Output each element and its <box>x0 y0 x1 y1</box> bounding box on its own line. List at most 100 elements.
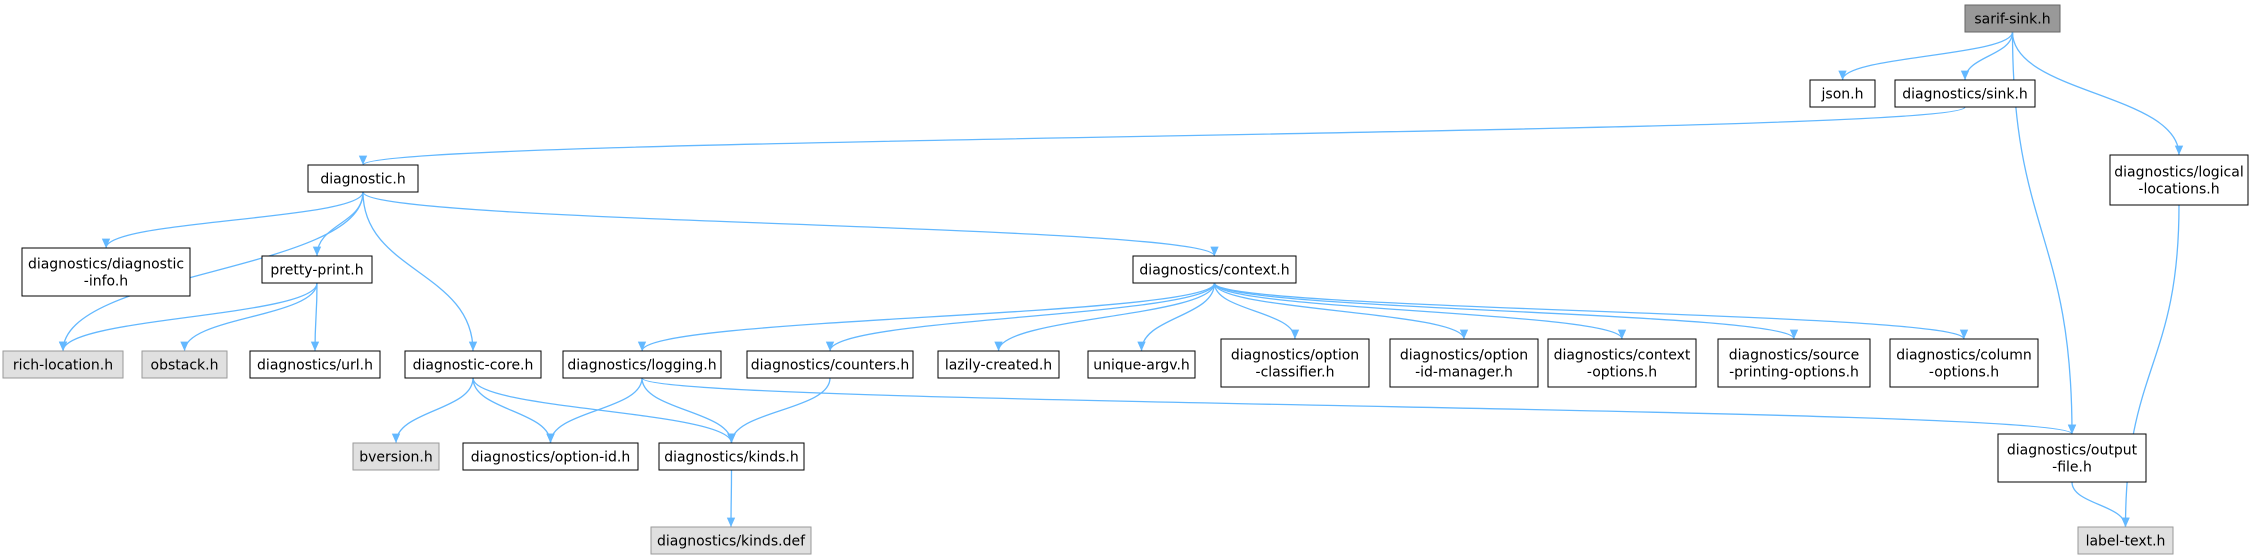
node-label: -info.h <box>84 274 128 290</box>
node-diagnostic[interactable]: diagnostic.h <box>307 164 419 193</box>
edge-context-to-unique_argv <box>1137 282 1216 352</box>
node-label: diagnostics/source <box>1729 348 1860 364</box>
node-source-printing[interactable]: diagnostics/source-printing-options.h <box>1717 338 1871 388</box>
node-output-file[interactable]: diagnostics/output-file.h <box>1997 433 2147 483</box>
node-box <box>2 350 124 379</box>
node-box <box>1889 338 2039 388</box>
node-label: json.h <box>1821 87 1864 103</box>
node-obstack[interactable]: obstack.h <box>141 350 228 379</box>
edge-logging-to-output_file <box>641 377 2076 435</box>
node-sarif-sink[interactable]: sarif-sink.h <box>1964 4 2061 33</box>
edge-context-to-column_options <box>1213 282 1968 340</box>
node-json[interactable]: json.h <box>1809 79 1876 108</box>
node-label: diagnostics/sink.h <box>1902 87 2028 103</box>
edge-context-to-lazily_created <box>994 282 1216 352</box>
node-label: bversion.h <box>359 450 433 466</box>
node-label: -options.h <box>1587 365 1657 381</box>
node-box <box>249 350 381 379</box>
node-label: lazily-created.h <box>945 358 1052 374</box>
node-diagnostic-info[interactable]: diagnostics/diagnostic-info.h <box>21 247 191 297</box>
node-label: diagnostics/kinds.def <box>657 534 806 550</box>
node-box <box>307 164 419 193</box>
node-diagnostic-core[interactable]: diagnostic-core.h <box>404 350 542 379</box>
node-box <box>1087 350 1196 379</box>
node-label: diagnostics/logging.h <box>567 358 716 374</box>
node-label: diagnostics/option <box>1231 348 1359 364</box>
node-box <box>1132 255 1297 284</box>
node-box <box>2077 526 2174 555</box>
edge-context-to-option_id_manager <box>1213 282 1469 340</box>
node-label: diagnostics/diagnostic <box>28 257 184 273</box>
edge-diagnostic-to-pretty_print <box>312 191 364 257</box>
node-logging[interactable]: diagnostics/logging.h <box>562 350 722 379</box>
node-diag-sink[interactable]: diagnostics/sink.h <box>1894 79 2036 108</box>
edge-pretty_print-to-rich_location <box>58 282 318 352</box>
edge-context-to-option_classifier <box>1213 282 1300 340</box>
edge-context-to-logging <box>637 282 1216 352</box>
node-label: diagnostic.h <box>320 172 405 188</box>
node-context-options[interactable]: diagnostics/context-options.h <box>1547 338 1697 388</box>
node-bversion[interactable]: bversion.h <box>352 442 440 471</box>
node-box <box>1717 338 1871 388</box>
node-box <box>746 350 914 379</box>
edge-kinds-to-kinds_def <box>726 469 736 528</box>
edge-counters-to-kinds <box>727 377 831 444</box>
node-label: pretty-print.h <box>270 263 363 279</box>
node-label: diagnostics/column <box>1896 348 2032 364</box>
edge-diagnostic_core-to-bversion <box>391 377 474 444</box>
node-rich-location[interactable]: rich-location.h <box>2 350 124 379</box>
node-pretty-print[interactable]: pretty-print.h <box>261 255 373 284</box>
node-label: unique-argv.h <box>1093 358 1190 374</box>
node-label: label-text.h <box>2086 534 2166 550</box>
node-box <box>352 442 440 471</box>
node-kinds[interactable]: diagnostics/kinds.h <box>658 442 805 471</box>
node-kinds-def[interactable]: diagnostics/kinds.def <box>650 526 812 555</box>
node-label: diagnostics/context.h <box>1139 263 1289 279</box>
node-context[interactable]: diagnostics/context.h <box>1132 255 1297 284</box>
node-box <box>1809 79 1876 108</box>
node-box <box>562 350 722 379</box>
node-box <box>1964 4 2061 33</box>
node-label: -classifier.h <box>1256 365 1335 381</box>
edge-pretty_print-to-url <box>310 282 320 352</box>
node-unique-argv[interactable]: unique-argv.h <box>1087 350 1196 379</box>
node-box <box>141 350 228 379</box>
node-box <box>1220 338 1370 388</box>
node-label-text[interactable]: label-text.h <box>2077 526 2174 555</box>
node-counters[interactable]: diagnostics/counters.h <box>746 350 914 379</box>
edge-diagnostic_core-to-option_id <box>472 377 555 444</box>
edge-sarif_sink-to-diag_sink <box>1960 31 2014 81</box>
node-box <box>1894 79 2036 108</box>
node-label: diagnostics/option-id.h <box>471 450 630 466</box>
edges-layer <box>58 31 2184 528</box>
node-box <box>261 255 373 284</box>
node-logical-locations[interactable]: diagnostics/logical-locations.h <box>2109 154 2249 206</box>
node-label: diagnostics/context <box>1554 348 1691 364</box>
edge-output_file-to-label_text <box>2071 481 2130 528</box>
edge-diag_sink-to-diagnostic <box>359 106 1966 166</box>
node-box <box>462 442 639 471</box>
edge-sarif_sink-to-logical_locations <box>2011 31 2184 156</box>
node-box <box>21 247 191 297</box>
node-label: diagnostics/output <box>2007 443 2138 459</box>
node-option-id-manager[interactable]: diagnostics/option-id-manager.h <box>1389 338 1539 388</box>
node-label: -locations.h <box>2138 182 2219 198</box>
node-column-options[interactable]: diagnostics/column-options.h <box>1889 338 2039 388</box>
node-label: diagnostics/url.h <box>257 358 373 374</box>
node-lazily-created[interactable]: lazily-created.h <box>937 350 1060 379</box>
node-label: obstack.h <box>151 358 219 374</box>
edge-context-to-counters <box>825 282 1216 352</box>
node-option-id[interactable]: diagnostics/option-id.h <box>462 442 639 471</box>
edge-context-to-source_printing <box>1213 282 1798 340</box>
node-label: sarif-sink.h <box>1974 12 2050 28</box>
node-label: diagnostics/counters.h <box>751 358 910 374</box>
edge-logging-to-option_id <box>546 377 643 444</box>
node-label: -file.h <box>2052 460 2092 476</box>
node-option-classifier[interactable]: diagnostics/option-classifier.h <box>1220 338 1370 388</box>
nodes-layer: sarif-sink.h json.h diagnostics/sink.h diag… <box>2 4 2249 555</box>
edge-diagnostic-to-diagnostic_core <box>362 191 478 352</box>
node-url[interactable]: diagnostics/url.h <box>249 350 381 379</box>
edge-pretty_print-to-obstack <box>180 282 318 352</box>
node-box <box>2109 154 2249 206</box>
node-box <box>650 526 812 555</box>
